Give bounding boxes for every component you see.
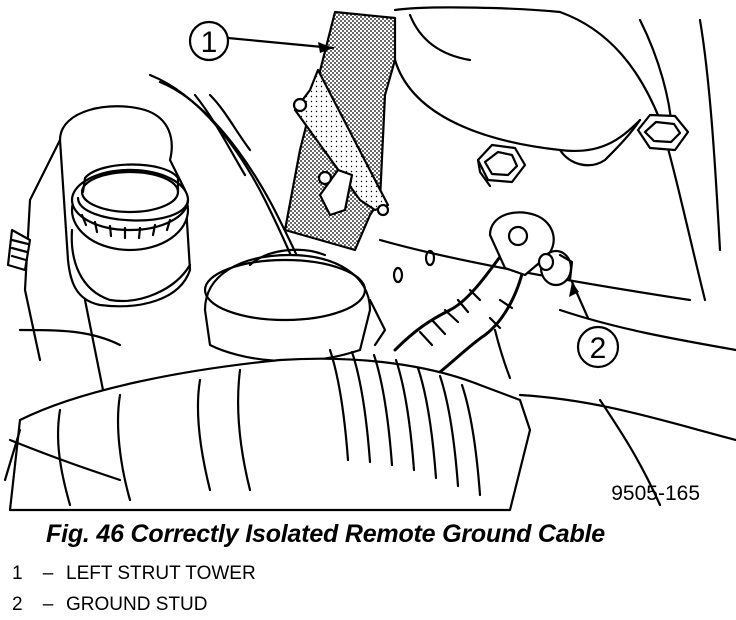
legend-item-2: 2–GROUND STUD [12,594,207,616]
callout-2-number: 2 [590,332,607,365]
flange-bolt-left [476,143,527,188]
strut-tower-bracket [283,10,397,252]
panel-hole [424,249,436,267]
callout-2: 2 [576,325,620,369]
callout-1: 1 [188,20,230,62]
air-intake-coupler [203,248,387,363]
flange-bolt-right [636,113,690,152]
reservoir-cap [80,163,180,214]
ground-stud [537,249,574,287]
legend-item-number: 1 [12,563,23,584]
figure-caption: Fig. 46 Correctly Isolated Remote Ground… [46,520,605,548]
callout-2-arrowhead [569,282,579,297]
figure-id: 9505-165 [611,482,700,505]
callout-1-leader [226,36,335,50]
panel-hole [392,266,404,284]
legend-item-label: GROUND STUD [66,594,208,615]
callout-1-arrowhead [318,42,333,53]
legend-item-separator: – [42,563,54,584]
callout-1-number: 1 [201,26,218,59]
legend-item-label: LEFT STRUT TOWER [66,563,256,584]
engine-bay-illustration: 1 2 9505-165 [3,6,736,512]
master-cylinder [18,105,192,402]
brake-line-fitting [6,228,32,272]
ground-cable [393,248,527,380]
legend-item-number: 2 [12,594,23,615]
legend-item-1: 1–LEFT STRUT TOWER [12,563,256,585]
legend-item-separator: – [42,594,54,615]
intake-hose [3,348,532,512]
